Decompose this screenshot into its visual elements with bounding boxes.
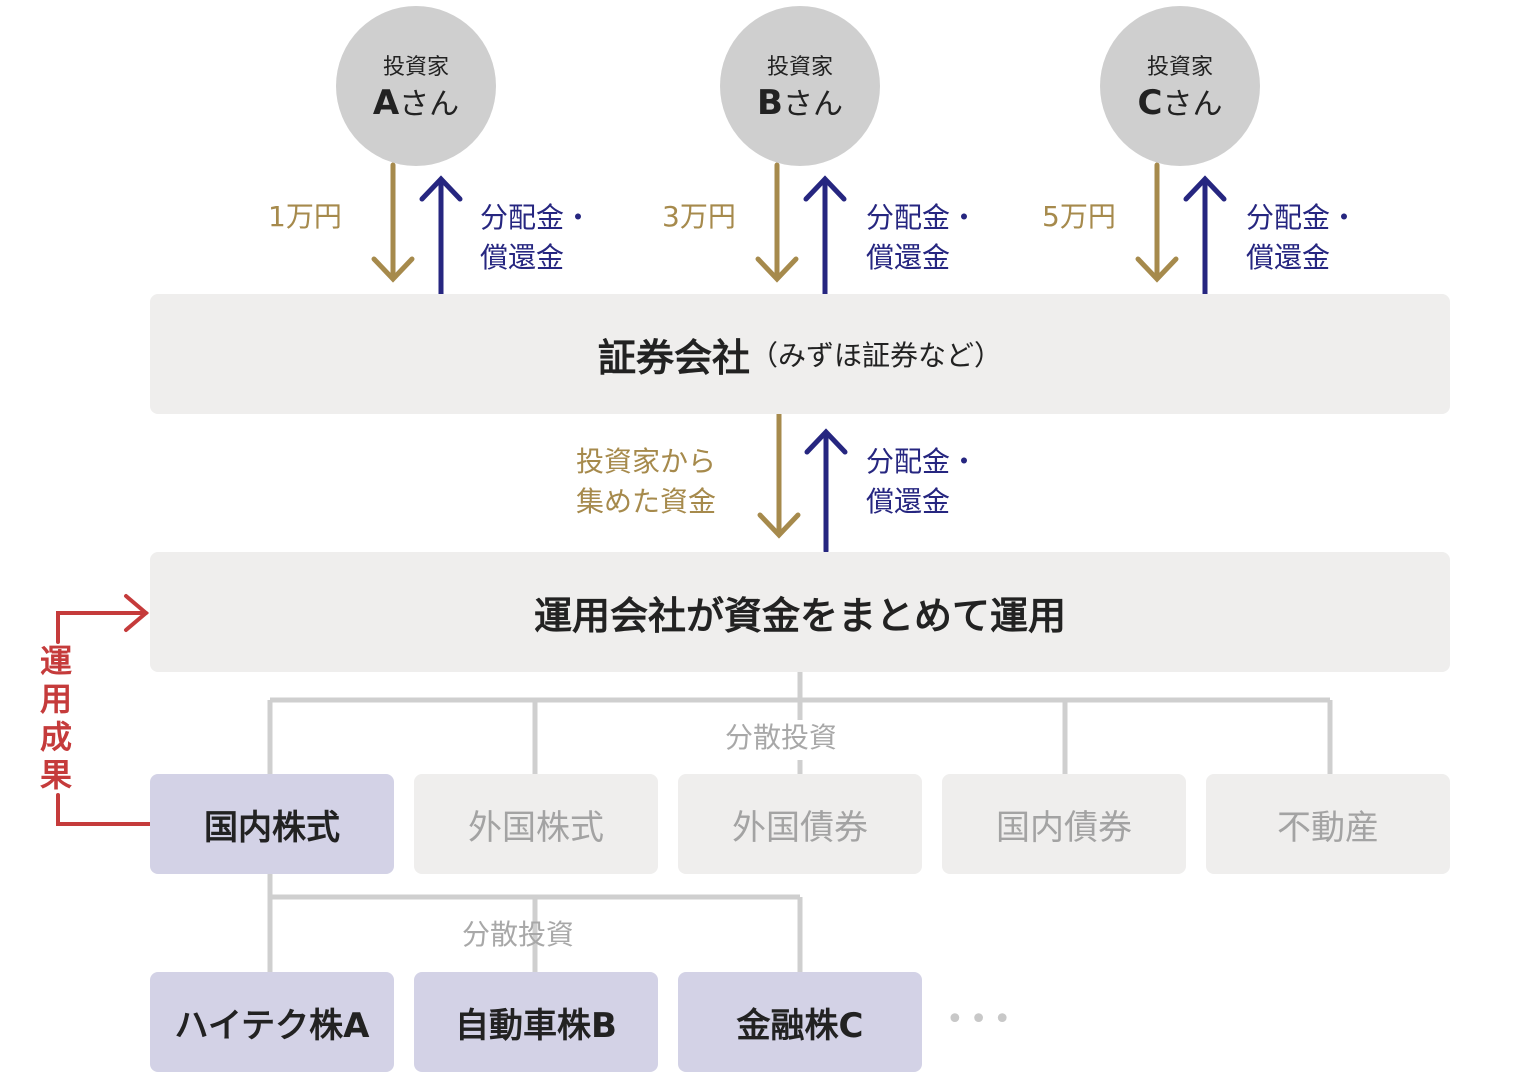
management-company-box: 運用会社が資金をまとめて運用 [150,552,1450,672]
investor-c-flow [1135,162,1227,298]
feedback-label: 運用成果 [39,642,72,794]
asset-foreign-stocks: 外国株式 [414,774,658,874]
investor-name: Bさん [757,83,843,123]
investor-c-amount: 5万円 [1042,200,1116,233]
middle-flow [757,411,848,554]
investor-b-amount: 3万円 [662,200,736,233]
investor-b-flow [755,162,847,298]
collected-funds-label: 投資家から集めた資金 [576,445,717,518]
diversify-tree-2 [267,874,803,972]
investor-a-return: 分配金・償還金 [480,201,593,274]
investor-b-circle: 投資家 Bさん [720,6,880,166]
diversify-label-1: 分散投資 [725,721,838,754]
feedback-arrow [56,594,152,826]
diversify-tree-1 [267,672,1333,774]
investor-c-return: 分配金・償還金 [1246,201,1359,274]
investor-b-return: 分配金・償還金 [866,201,979,274]
asset-domestic-stocks: 国内株式 [150,774,394,874]
asset-foreign-bonds: 外国債券 [678,774,922,874]
investor-a-amount: 1万円 [268,200,342,233]
more-ellipsis: ••• [946,1002,1018,1037]
middle-return-label: 分配金・償還金 [866,445,979,518]
stock-hightech-a: ハイテク株A [150,972,394,1072]
management-title: 運用会社が資金をまとめて運用 [533,593,1066,638]
securities-subtitle: （みずほ証券など） [750,339,1003,372]
investor-a-circle: 投資家 Aさん [336,6,496,166]
stock-finance-c: 金融株C [678,972,922,1072]
investor-label: 投資家 [766,55,833,80]
investor-label: 投資家 [1146,55,1213,80]
securities-company-box: 証券会社 （みずほ証券など） [150,294,1450,414]
stock-auto-b: 自動車株B [414,972,658,1072]
investor-a-flow [371,162,463,298]
investor-name: Cさん [1137,83,1223,123]
diversify-label-2: 分散投資 [462,918,575,951]
asset-domestic-bonds: 国内債券 [942,774,1186,874]
investor-c-circle: 投資家 Cさん [1100,6,1260,166]
asset-real-estate: 不動産 [1206,774,1450,874]
securities-title: 証券会社 [597,335,750,380]
investor-name: Aさん [372,83,460,123]
investor-label: 投資家 [382,55,449,80]
